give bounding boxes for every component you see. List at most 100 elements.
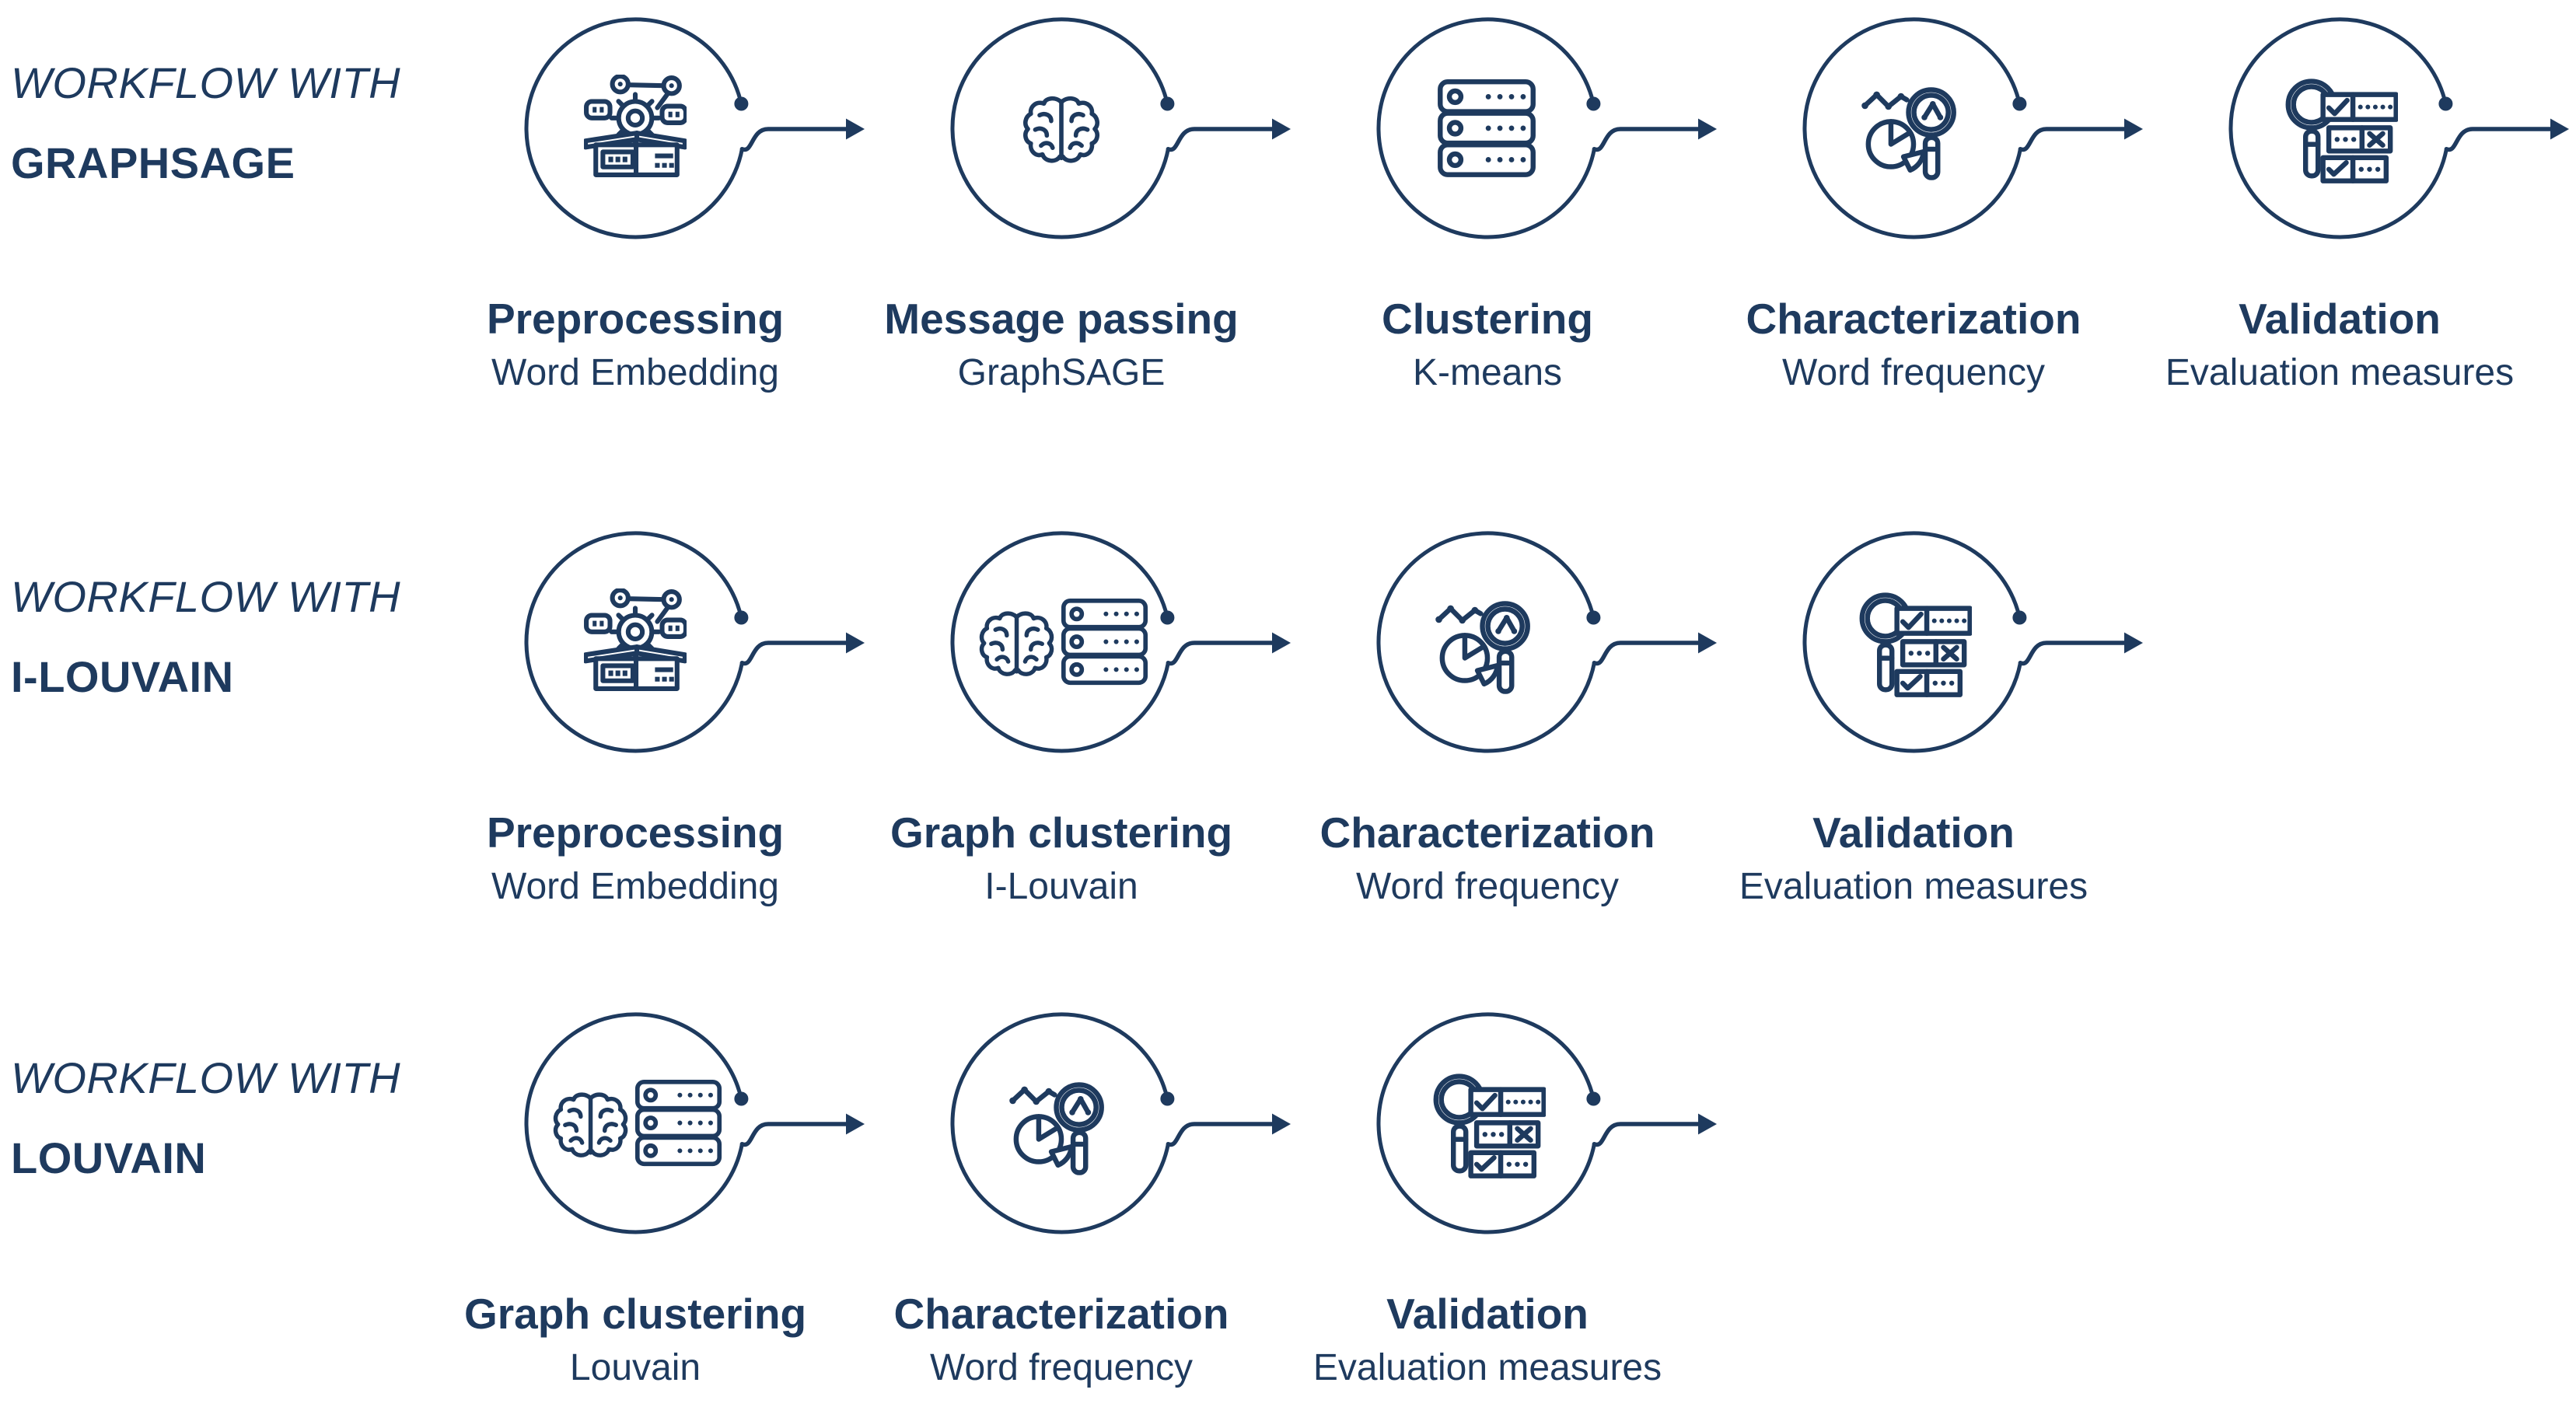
workflow-label-name: I-LOUVAIN: [11, 651, 234, 701]
brain-servers-icon: [982, 601, 1146, 683]
checklist-magnifier-icon: [2288, 82, 2396, 181]
arrow-connector: [1592, 641, 1702, 666]
step-subtitle: Evaluation measures: [1739, 866, 2088, 907]
arrow-head-icon: [1272, 632, 1291, 654]
workflow-step: Graph clustering I-Louvain: [890, 514, 1350, 937]
workflow-row: WORKFLOW WITH I-LOUVAIN Preprocessing Wo…: [0, 514, 2576, 949]
connector-dot: [2438, 96, 2453, 111]
checklist-magnifier-icon: [1436, 1077, 1544, 1176]
connector-dot: [1160, 96, 1175, 111]
step-subtitle: Word Embedding: [491, 866, 779, 907]
step-graphic: [2228, 17, 2569, 239]
step-circle-arc: [950, 17, 1170, 239]
step-subtitle: Louvain: [569, 1347, 701, 1388]
step-circle-arc: [2228, 17, 2448, 239]
step-title: Characterization: [893, 1290, 1229, 1338]
arrow-connector: [1592, 1122, 1702, 1147]
arrow-head-icon: [846, 1113, 865, 1135]
step-title: Clustering: [1382, 295, 1593, 343]
workflow-step: Preprocessing Word Embedding: [487, 0, 924, 424]
arrow-connector: [2444, 127, 2554, 152]
step-graphic: [1802, 17, 2143, 239]
connector-dot: [1586, 1091, 1601, 1106]
step-subtitle: Evaluation measures: [1312, 1347, 1662, 1388]
step-subtitle: GraphSAGE: [957, 352, 1166, 393]
arrow-head-icon: [1698, 632, 1717, 654]
workflow-steps: Graph clustering Louvain Characterizatio…: [464, 995, 1776, 1414]
workflow-row: WORKFLOW WITH GRAPHSAGE Preprocessing Wo…: [0, 0, 2576, 435]
step-circle-arc: [524, 17, 744, 239]
step-title: Graph clustering: [890, 808, 1233, 857]
step-graphic: [950, 1012, 1291, 1234]
workflow-step: Characterization Word frequency: [1320, 514, 1776, 937]
workflow-label-name: LOUVAIN: [11, 1133, 207, 1182]
workflow-label: WORKFLOW WITH GRAPHSAGE: [11, 60, 400, 188]
step-circle-arc: [950, 1012, 1170, 1234]
workflow-step: Validation Evaluation measures: [2165, 0, 2576, 424]
step-circle-arc: [950, 531, 1170, 753]
arrow-head-icon: [2124, 118, 2143, 140]
connector-dot: [734, 96, 749, 111]
workflow-label: WORKFLOW WITH LOUVAIN: [11, 1053, 401, 1183]
workflow-row: WORKFLOW WITH LOUVAIN Graph clustering L…: [0, 995, 2576, 1414]
step-graphic: [950, 17, 1291, 239]
step-title: Graph clustering: [463, 1290, 807, 1338]
connector-dot: [1586, 96, 1601, 111]
step-subtitle: I-Louvain: [984, 866, 1138, 907]
step-subtitle: K-means: [1412, 352, 1563, 393]
connector-dot: [2012, 96, 2027, 111]
arrow-connector: [739, 1122, 850, 1147]
workflow-label-prefix: WORKFLOW WITH: [11, 572, 401, 621]
connector-dot: [734, 1091, 749, 1106]
workflow-steps: Preprocessing Word Embedding Graph clust…: [487, 514, 2202, 937]
step-circle-arc: [1376, 531, 1596, 753]
arrow-connector: [2018, 641, 2128, 666]
workflow-step: Graph clustering Louvain: [464, 995, 924, 1414]
step-subtitle: Word frequency: [1782, 352, 2045, 393]
step-title: Validation: [1386, 1290, 1589, 1338]
arrow-head-icon: [2550, 118, 2569, 140]
step-title: Validation: [1812, 808, 2015, 857]
workflow-label: WORKFLOW WITH I-LOUVAIN: [11, 574, 400, 702]
arrow-connector: [2018, 127, 2128, 152]
step-graphic: [950, 531, 1291, 753]
arrow-head-icon: [846, 118, 865, 140]
connector-dot: [734, 610, 749, 625]
checklist-magnifier-icon: [1862, 595, 1970, 695]
chart-magnifier-icon: [1435, 603, 1527, 691]
step-subtitle: Word frequency: [930, 1347, 1193, 1388]
step-circle-arc: [1376, 1012, 1596, 1234]
preprocessing-icon: [585, 590, 686, 689]
step-title: Characterization: [1319, 808, 1655, 857]
arrow-head-icon: [1272, 1113, 1291, 1135]
step-title: Message passing: [884, 295, 1239, 343]
workflow-step: Message passing GraphSAGE: [884, 0, 1350, 424]
arrow-head-icon: [1698, 1113, 1717, 1135]
step-subtitle: Evaluation measures: [2165, 352, 2515, 393]
step-subtitle: Word frequency: [1356, 866, 1619, 907]
step-title: Preprocessing: [486, 295, 785, 343]
workflow-step: Characterization Word frequency: [894, 995, 1350, 1414]
brain-servers-icon: [556, 1082, 720, 1164]
preprocessing-icon: [585, 76, 686, 175]
step-circle-arc: [524, 1012, 744, 1234]
workflow-steps: Preprocessing Word Embedding Message pas…: [487, 0, 2576, 424]
chart-magnifier-icon: [1009, 1084, 1101, 1172]
step-circle-arc: [524, 531, 744, 753]
arrow-connector: [1166, 1122, 1276, 1147]
step-graphic: [524, 531, 865, 753]
arrow-connector: [1592, 127, 1702, 152]
brain-icon: [1026, 99, 1097, 161]
step-subtitle: Word Embedding: [491, 352, 779, 393]
connector-dot: [1586, 610, 1601, 625]
arrow-head-icon: [1698, 118, 1717, 140]
chart-magnifier-icon: [1861, 89, 1953, 177]
workflow-step: Clustering K-means: [1350, 0, 1776, 424]
arrow-connector: [1166, 127, 1276, 152]
workflow-step: Validation Evaluation measures: [1739, 514, 2202, 937]
step-graphic: [524, 17, 865, 239]
workflow-label-prefix: WORKFLOW WITH: [11, 1053, 401, 1102]
step-graphic: [1802, 531, 2143, 753]
arrow-connector: [1166, 641, 1276, 666]
step-title: Characterization: [1746, 295, 2081, 343]
